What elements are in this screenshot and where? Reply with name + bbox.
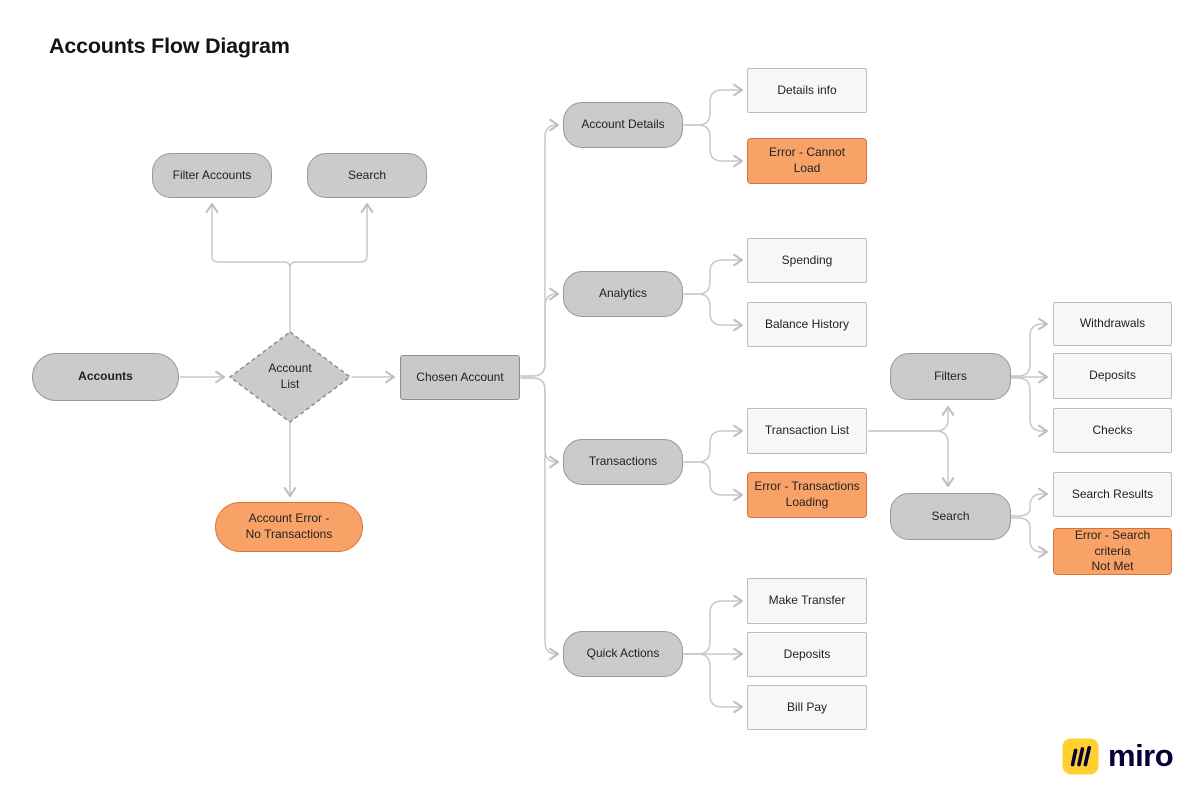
- miro-wordmark: miro: [1108, 738, 1174, 773]
- miro-logo: miro: [1062, 737, 1174, 775]
- node-label: Analytics: [598, 286, 648, 301]
- node-label: Quick Actions: [586, 646, 660, 661]
- node-deposits-filter[interactable]: Deposits: [1053, 353, 1172, 399]
- edge-transactions-errorloading: [683, 461, 744, 502]
- node-label: Transaction List: [764, 423, 850, 438]
- node-label: Error - Transactions Loading: [754, 479, 860, 509]
- node-checks[interactable]: Checks: [1053, 408, 1172, 453]
- node-label: Transactions: [588, 454, 658, 469]
- edge-analytics-spending: [683, 253, 744, 295]
- node-search-results[interactable]: Search Results: [1053, 472, 1172, 517]
- node-filter-accounts[interactable]: Filter Accounts: [152, 153, 272, 198]
- node-label: Filters: [934, 368, 967, 383]
- edge-chosen-quickactions: [520, 377, 560, 661]
- node-search-top[interactable]: Search: [307, 153, 427, 198]
- node-balance-history[interactable]: Balance History: [747, 302, 867, 347]
- node-label: Withdrawals: [1079, 316, 1146, 331]
- node-account-error[interactable]: Account Error - No Transactions: [215, 502, 363, 552]
- node-account-details[interactable]: Account Details: [563, 102, 683, 148]
- edge-chosen-transactions: [520, 377, 560, 469]
- node-quick-actions[interactable]: Quick Actions: [563, 631, 683, 677]
- edge-accountlist-searchtop: [289, 202, 374, 269]
- edge-quickactions-maketransfer: [683, 594, 744, 655]
- node-error-cannot-load[interactable]: Error - Cannot Load: [747, 138, 867, 184]
- node-analytics[interactable]: Analytics: [563, 271, 683, 317]
- edge-accountlist-filteraccounts: [205, 202, 291, 269]
- node-label: Error - Cannot Load: [768, 145, 846, 175]
- node-label: Balance History: [764, 316, 850, 331]
- node-deposits-quick[interactable]: Deposits: [747, 632, 867, 677]
- node-bill-pay[interactable]: Bill Pay: [747, 685, 867, 730]
- node-search-right[interactable]: Search: [890, 493, 1011, 540]
- node-label: Chosen Account: [416, 369, 504, 384]
- node-label: Accounts: [78, 369, 133, 384]
- node-label: Bill Pay: [786, 699, 827, 714]
- node-error-search-criteria[interactable]: Error - Search criteria Not Met: [1053, 528, 1172, 575]
- edge-quickactions-billpay: [683, 653, 744, 714]
- page-title: Accounts Flow Diagram: [49, 34, 290, 58]
- edge-accountdetails-detailsinfo: [683, 83, 744, 126]
- node-label: Deposits: [1089, 368, 1136, 383]
- edge-chosen-analytics: [520, 287, 560, 377]
- node-chosen-account[interactable]: Chosen Account: [400, 355, 520, 400]
- node-label: Account List: [268, 361, 312, 391]
- edge-chosen-accountdetails: [520, 118, 560, 377]
- node-spending[interactable]: Spending: [747, 238, 867, 283]
- node-label: Search: [931, 508, 970, 523]
- node-label: Filter Accounts: [172, 167, 252, 182]
- edge-analytics-balancehistory: [683, 293, 744, 332]
- account-list-diamond-shape[interactable]: [228, 331, 352, 423]
- edge-filters-withdrawals: [1010, 317, 1049, 377]
- node-label: Error - Search criteria Not Met: [1074, 527, 1151, 574]
- edge-searchright-errorsearch: [1010, 517, 1049, 559]
- node-filters[interactable]: Filters: [890, 353, 1011, 400]
- edge-transactionlist-filters: [868, 405, 955, 432]
- node-make-transfer[interactable]: Make Transfer: [747, 578, 867, 624]
- node-label: Spending: [781, 252, 833, 267]
- node-label: Account Error - No Transactions: [245, 511, 333, 541]
- node-label: Checks: [1092, 422, 1133, 437]
- node-label: Make Transfer: [768, 593, 846, 608]
- node-withdrawals[interactable]: Withdrawals: [1053, 302, 1172, 346]
- node-label: Search: [347, 167, 387, 182]
- miro-logo-icon: [1062, 738, 1099, 774]
- node-label: Search Results: [1071, 486, 1154, 501]
- node-label: Account Details: [581, 117, 665, 132]
- edge-transactions-transactionlist: [683, 424, 744, 463]
- node-accounts[interactable]: Accounts: [32, 353, 179, 401]
- edge-searchright-searchresults: [1010, 487, 1049, 517]
- edge-filters-checks: [1010, 377, 1049, 438]
- edge-transactionlist-searchright: [868, 430, 955, 488]
- node-details-info[interactable]: Details info: [747, 68, 867, 113]
- node-transaction-list[interactable]: Transaction List: [747, 408, 867, 454]
- node-account-list-label[interactable]: Account List: [240, 352, 340, 402]
- node-label: Deposits: [783, 646, 831, 661]
- node-label: Details info: [777, 82, 837, 97]
- node-transactions[interactable]: Transactions: [563, 439, 683, 485]
- node-error-transactions-loading[interactable]: Error - Transactions Loading: [747, 472, 867, 518]
- edge-accountdetails-errorcannotload: [683, 124, 744, 168]
